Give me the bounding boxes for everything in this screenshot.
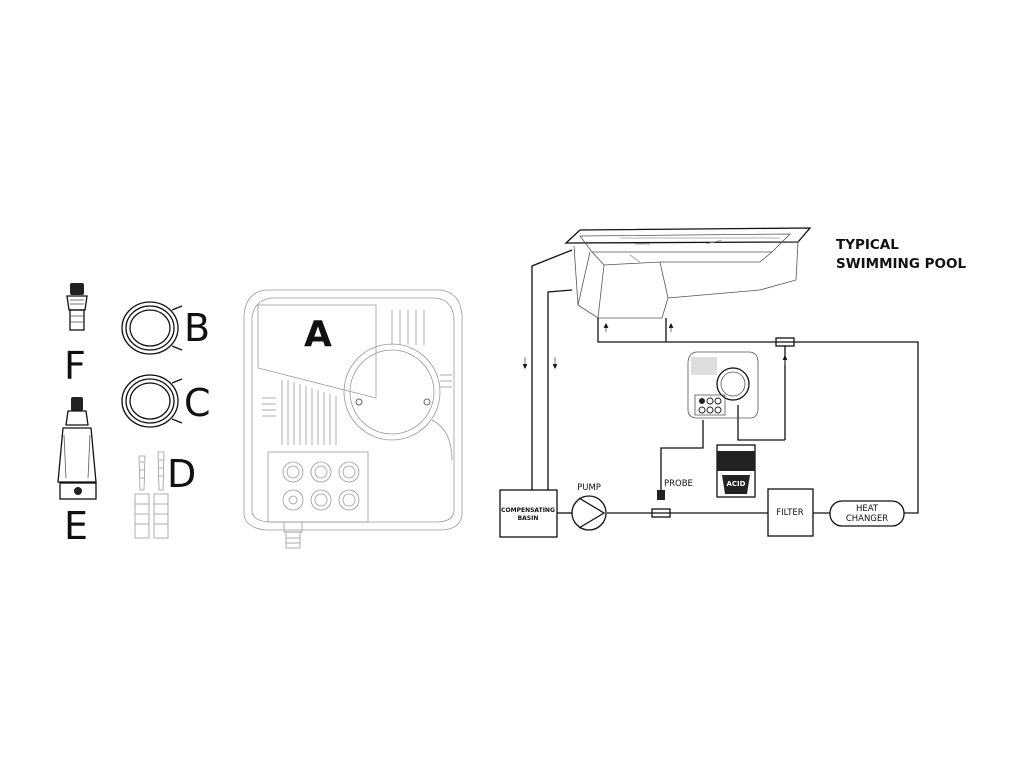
label-b: B bbox=[184, 306, 210, 350]
filter-e-icon bbox=[57, 397, 97, 500]
dosing-pump-small-icon bbox=[687, 351, 759, 419]
pump-label: PUMP bbox=[577, 483, 601, 493]
tube-coil-c-icon bbox=[121, 374, 183, 428]
heat-changer-label-line2: CHANGER bbox=[846, 514, 888, 524]
filter-label: FILTER bbox=[776, 508, 804, 518]
vent-slots-icon bbox=[262, 310, 452, 445]
label-e: E bbox=[64, 504, 88, 548]
heat-changer-box bbox=[829, 500, 905, 527]
diagram-title-line2: SWIMMING POOL bbox=[836, 256, 966, 272]
compensating-basin-label-line2: BASIN bbox=[518, 515, 539, 522]
filter-box bbox=[767, 488, 814, 537]
compensating-basin-box bbox=[499, 489, 558, 538]
label-a: A bbox=[304, 314, 332, 355]
compensating-basin-label-line1: COMPENSATING bbox=[501, 507, 555, 514]
fitting-f-icon bbox=[66, 283, 88, 331]
screws-d-icon bbox=[134, 451, 169, 539]
acid-label: ACID bbox=[727, 480, 746, 488]
accessory-kit: F E B C bbox=[57, 283, 211, 548]
label-c: C bbox=[184, 381, 211, 425]
label-d: D bbox=[167, 452, 196, 496]
label-f: F bbox=[64, 344, 86, 388]
tube-coil-b-icon bbox=[121, 301, 183, 355]
pool-icon bbox=[564, 227, 812, 319]
circulation-pump-icon bbox=[571, 495, 607, 531]
heat-changer-label-line1: HEAT bbox=[856, 504, 879, 514]
dosing-pump-a-icon bbox=[243, 289, 463, 549]
piping bbox=[522, 249, 919, 518]
acid-container-icon bbox=[716, 444, 756, 498]
diagram-title-line1: TYPICAL bbox=[836, 237, 899, 253]
probe-label: PROBE bbox=[664, 479, 693, 489]
